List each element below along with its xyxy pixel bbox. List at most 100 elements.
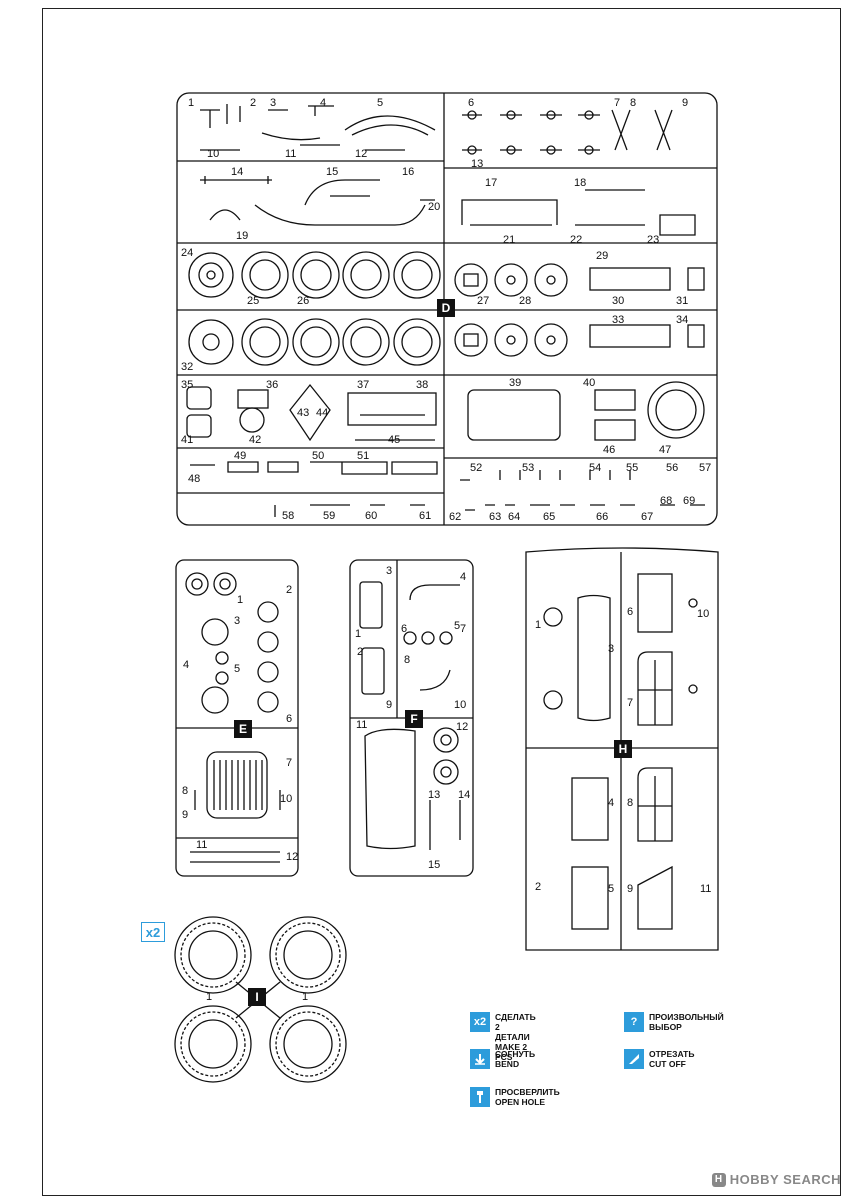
part-num: 41 bbox=[181, 434, 193, 446]
question-icon: ? bbox=[624, 1012, 644, 1032]
part-num: 10 bbox=[697, 608, 709, 620]
part-num: 2 bbox=[250, 97, 256, 109]
part-num: 54 bbox=[589, 462, 601, 474]
legend-label-en: OPEN HOLE bbox=[495, 1097, 546, 1107]
part-num: 11 bbox=[196, 839, 207, 851]
part-num: 57 bbox=[699, 462, 711, 474]
sprue-i-tag: I bbox=[248, 988, 266, 1006]
part-num: 18 bbox=[574, 177, 586, 189]
part-num: 42 bbox=[249, 434, 261, 446]
part-num: 3 bbox=[386, 565, 392, 577]
part-num: 1 bbox=[535, 619, 541, 631]
part-num: 12 bbox=[355, 148, 367, 160]
part-num: 1 bbox=[302, 991, 308, 1003]
part-num: 44 bbox=[316, 407, 328, 419]
part-num: 26 bbox=[297, 295, 309, 307]
part-num: 5 bbox=[234, 663, 240, 675]
part-num: 7 bbox=[460, 623, 466, 635]
sprue-f-tag: F bbox=[405, 710, 423, 728]
sprue-e bbox=[175, 559, 299, 877]
sprue-h-tag: H bbox=[614, 740, 632, 758]
part-num: 29 bbox=[596, 250, 608, 262]
sprue-e-part-numbers: 1 2 3 4 5 6 7 8 9 10 11 12 bbox=[182, 584, 298, 863]
part-num: 15 bbox=[326, 166, 338, 178]
part-num: 38 bbox=[416, 379, 428, 391]
part-num: 59 bbox=[323, 510, 335, 522]
legend-bend: СОГНУТЬ BEND bbox=[470, 1049, 535, 1069]
part-num: 3 bbox=[234, 615, 240, 627]
legend-optional: ? ПРОИЗВОЛЬНЫЙ ВЫБОР bbox=[624, 1012, 724, 1032]
part-num: 5 bbox=[608, 883, 614, 895]
part-num: 1 bbox=[206, 991, 212, 1003]
part-num: 23 bbox=[647, 234, 659, 246]
part-num: 64 bbox=[508, 511, 520, 523]
part-num: 6 bbox=[401, 623, 407, 635]
sprue-i-letter: I bbox=[255, 990, 258, 1004]
part-num: 7 bbox=[627, 697, 633, 709]
part-num: 33 bbox=[612, 314, 624, 326]
sprue-e-letter: E bbox=[239, 722, 247, 736]
part-num: 2 bbox=[357, 646, 363, 658]
page-frame bbox=[42, 8, 841, 1196]
sprue-f-letter: F bbox=[410, 712, 417, 726]
part-num: 11 bbox=[356, 719, 367, 731]
sprue-d-tag: D bbox=[437, 299, 455, 317]
part-num: 2 bbox=[535, 881, 541, 893]
legend-label-en: BEND bbox=[495, 1059, 520, 1069]
sprue-d bbox=[176, 92, 718, 526]
legend-label-en: MAKE 2 PCS bbox=[495, 1042, 528, 1062]
part-num: 4 bbox=[183, 659, 189, 671]
part-num: 21 bbox=[503, 234, 515, 246]
part-num: 4 bbox=[608, 797, 614, 809]
part-num: 13 bbox=[428, 789, 440, 801]
bend-arrow-icon bbox=[470, 1049, 490, 1069]
part-num: 66 bbox=[596, 511, 608, 523]
quantity-badge: x2 bbox=[141, 922, 165, 942]
part-num: 40 bbox=[583, 377, 595, 389]
part-num: 14 bbox=[458, 789, 470, 801]
part-num: 36 bbox=[266, 379, 278, 391]
part-num: 12 bbox=[456, 721, 468, 733]
part-num: 35 bbox=[181, 379, 193, 391]
sprue-d-letter: D bbox=[442, 301, 451, 315]
part-num: 9 bbox=[182, 809, 188, 821]
knife-icon bbox=[624, 1049, 644, 1069]
part-num: 51 bbox=[357, 450, 369, 462]
sprue-i-part-numbers: 1 1 bbox=[206, 991, 308, 1003]
legend-label-ru: ВЫБОР bbox=[649, 1022, 682, 1032]
part-num: 62 bbox=[449, 511, 461, 523]
part-num: 37 bbox=[357, 379, 369, 391]
part-num: 5 bbox=[454, 620, 460, 632]
part-num: 5 bbox=[377, 97, 383, 109]
part-num: 10 bbox=[207, 148, 219, 160]
part-num: 67 bbox=[641, 511, 653, 523]
part-num: 11 bbox=[285, 148, 296, 160]
part-num: 3 bbox=[270, 97, 276, 109]
legend-label-ru: ПРОСВЕРЛИТЬ bbox=[495, 1087, 560, 1097]
sprue-f-part-numbers: 1 2 3 4 5 6 7 8 9 10 11 12 13 14 15 bbox=[355, 565, 470, 871]
part-num: 69 bbox=[683, 495, 695, 507]
x2-icon: x2 bbox=[470, 1012, 490, 1032]
legend-label-ru: СДЕЛАТЬ 2 ДЕТАЛИ bbox=[495, 1012, 536, 1042]
part-num: 53 bbox=[522, 462, 534, 474]
legend-label-ru: СОГНУТЬ bbox=[495, 1049, 536, 1059]
part-num: 25 bbox=[247, 295, 259, 307]
part-num: 52 bbox=[470, 462, 482, 474]
part-num: 58 bbox=[282, 510, 294, 522]
part-num: 2 bbox=[286, 584, 292, 596]
part-num: 1 bbox=[355, 628, 361, 640]
part-num: 34 bbox=[676, 314, 688, 326]
part-num: 19 bbox=[236, 230, 248, 242]
part-num: 45 bbox=[388, 434, 400, 446]
part-num: 55 bbox=[626, 462, 638, 474]
part-num: 8 bbox=[182, 785, 188, 797]
watermark-text: HOBBY SEARCH bbox=[729, 1172, 841, 1187]
legend-cut: ОТРЕЗАТЬ CUT OFF bbox=[624, 1049, 694, 1069]
legend-drill: ПРОСВЕРЛИТЬ OPEN HOLE bbox=[470, 1087, 560, 1107]
part-num: 30 bbox=[612, 295, 624, 307]
part-num: 6 bbox=[627, 606, 633, 618]
part-num: 16 bbox=[402, 166, 414, 178]
part-num: 61 bbox=[419, 510, 431, 522]
